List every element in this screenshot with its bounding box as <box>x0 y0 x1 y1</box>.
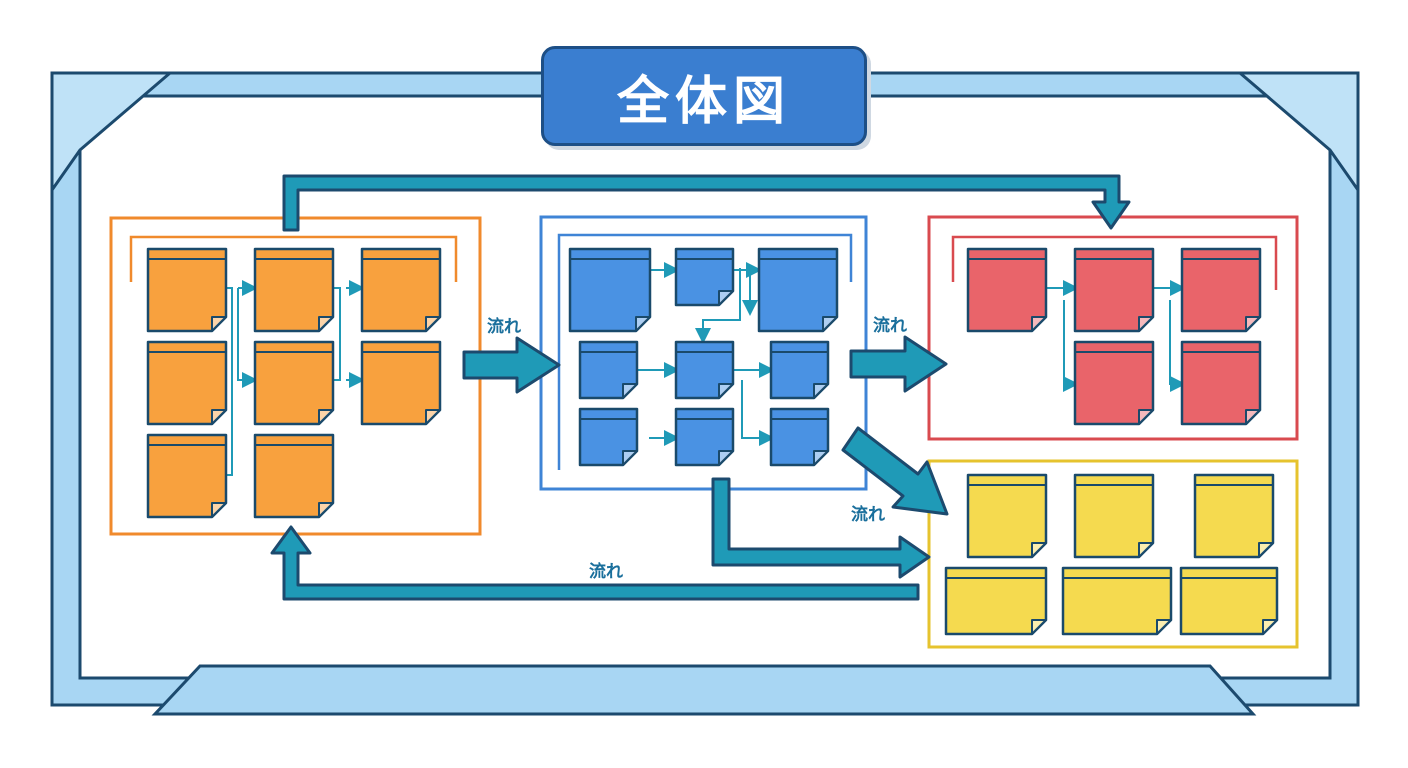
blue-sticky-note <box>568 247 652 333</box>
sticky-notes <box>146 247 1279 636</box>
blue-sticky-note <box>674 247 735 307</box>
flow-arrow-orange-to-blue <box>462 336 561 394</box>
orange-sticky-note <box>360 340 442 426</box>
blue-sticky-note <box>674 407 735 467</box>
red-sticky-note <box>1180 340 1262 426</box>
orange-sticky-note <box>253 247 335 333</box>
red-sticky-note <box>1073 247 1155 333</box>
blue-sticky-note <box>578 407 639 467</box>
flow-label-blue-to-red: 流れ <box>873 316 907 336</box>
connectors <box>226 262 1186 476</box>
page-title: 全体図 <box>616 71 791 132</box>
orange-sticky-note <box>146 247 228 333</box>
blue-sticky-note <box>757 247 839 333</box>
orange-sticky-note <box>253 433 335 519</box>
yellow-sticky-note <box>1073 473 1155 559</box>
yellow-sticky-note <box>966 473 1048 559</box>
red-sticky-note <box>1073 340 1155 426</box>
flow-label-yellow-to-orange: 流れ <box>589 562 623 582</box>
flow-arrow-yellow-to-orange <box>270 525 920 601</box>
yellow-group <box>927 459 1299 649</box>
flow-arrow-blue-to-red <box>849 335 948 393</box>
orange-sticky-note <box>146 340 228 426</box>
orange-sticky-note <box>146 433 228 519</box>
flow-label-orange-to-blue: 流れ <box>487 317 521 337</box>
yellow-sticky-note <box>1179 566 1279 636</box>
orange-sticky-note <box>360 247 442 333</box>
blue-sticky-note <box>769 407 830 467</box>
flow-arrow-blue-to-yellow <box>841 426 949 516</box>
yellow-sticky-note <box>944 566 1048 636</box>
blue-sticky-note <box>578 340 639 400</box>
red-sticky-note <box>1180 247 1262 333</box>
flow-arrow-orange-to-red <box>282 174 1131 232</box>
red-sticky-note <box>966 247 1048 333</box>
flow-arrow-blue-down-to-yellow <box>711 477 931 579</box>
orange-sticky-note <box>253 340 335 426</box>
yellow-sticky-note <box>1061 566 1173 636</box>
blue-sticky-note <box>674 340 735 400</box>
flow-arrows <box>270 174 1131 601</box>
yellow-sticky-note <box>1193 473 1275 559</box>
flow-label-blue-to-yellow: 流れ <box>851 505 885 525</box>
title-badge: 全体図 <box>541 46 867 146</box>
blue-sticky-note <box>769 340 830 400</box>
